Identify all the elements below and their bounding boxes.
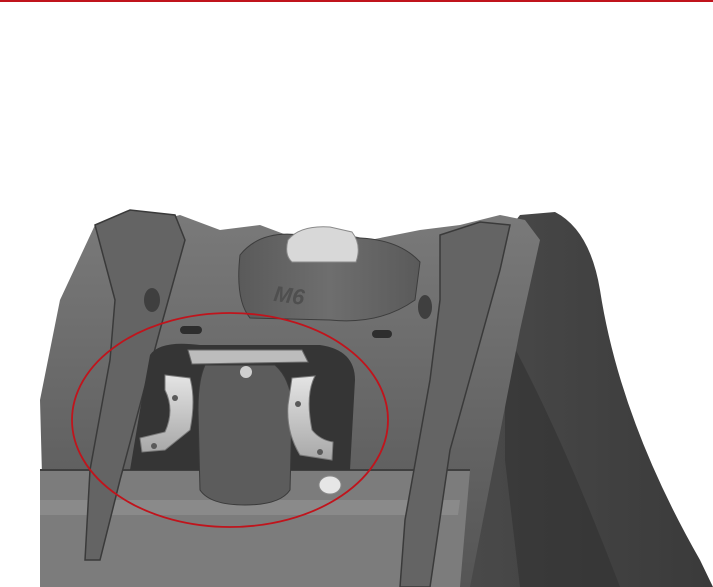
- casting-marking: M6: [272, 281, 307, 310]
- left-pin-boss: [144, 288, 160, 312]
- left-pad-bolt-top: [172, 395, 178, 401]
- left-slot-hole: [180, 326, 202, 334]
- right-pad-bolt-top: [295, 401, 301, 407]
- left-clamp-pad: [139, 374, 194, 453]
- coupler-crossbar: [187, 349, 309, 365]
- right-hanger-plate: [399, 221, 511, 587]
- central-locking-block: [197, 364, 293, 506]
- left-pad-bolt-bottom: [151, 443, 157, 449]
- lifting-hook: [286, 226, 359, 263]
- right-clamp-pad: [287, 375, 334, 461]
- right-pin-boss: [418, 295, 432, 319]
- top-red-rule: [0, 0, 713, 2]
- right-slot-hole: [372, 330, 392, 338]
- lower-right-bolt: [318, 475, 342, 495]
- bucket-right-side-shadow: [505, 330, 620, 587]
- block-pin: [240, 366, 252, 378]
- bucket-bottom-band: [40, 470, 470, 587]
- right-pad-bolt-bottom: [317, 449, 323, 455]
- bucket-lip-highlight: [40, 500, 460, 515]
- highlight-ellipse: [71, 312, 389, 528]
- coupler-top-housing: [238, 233, 421, 322]
